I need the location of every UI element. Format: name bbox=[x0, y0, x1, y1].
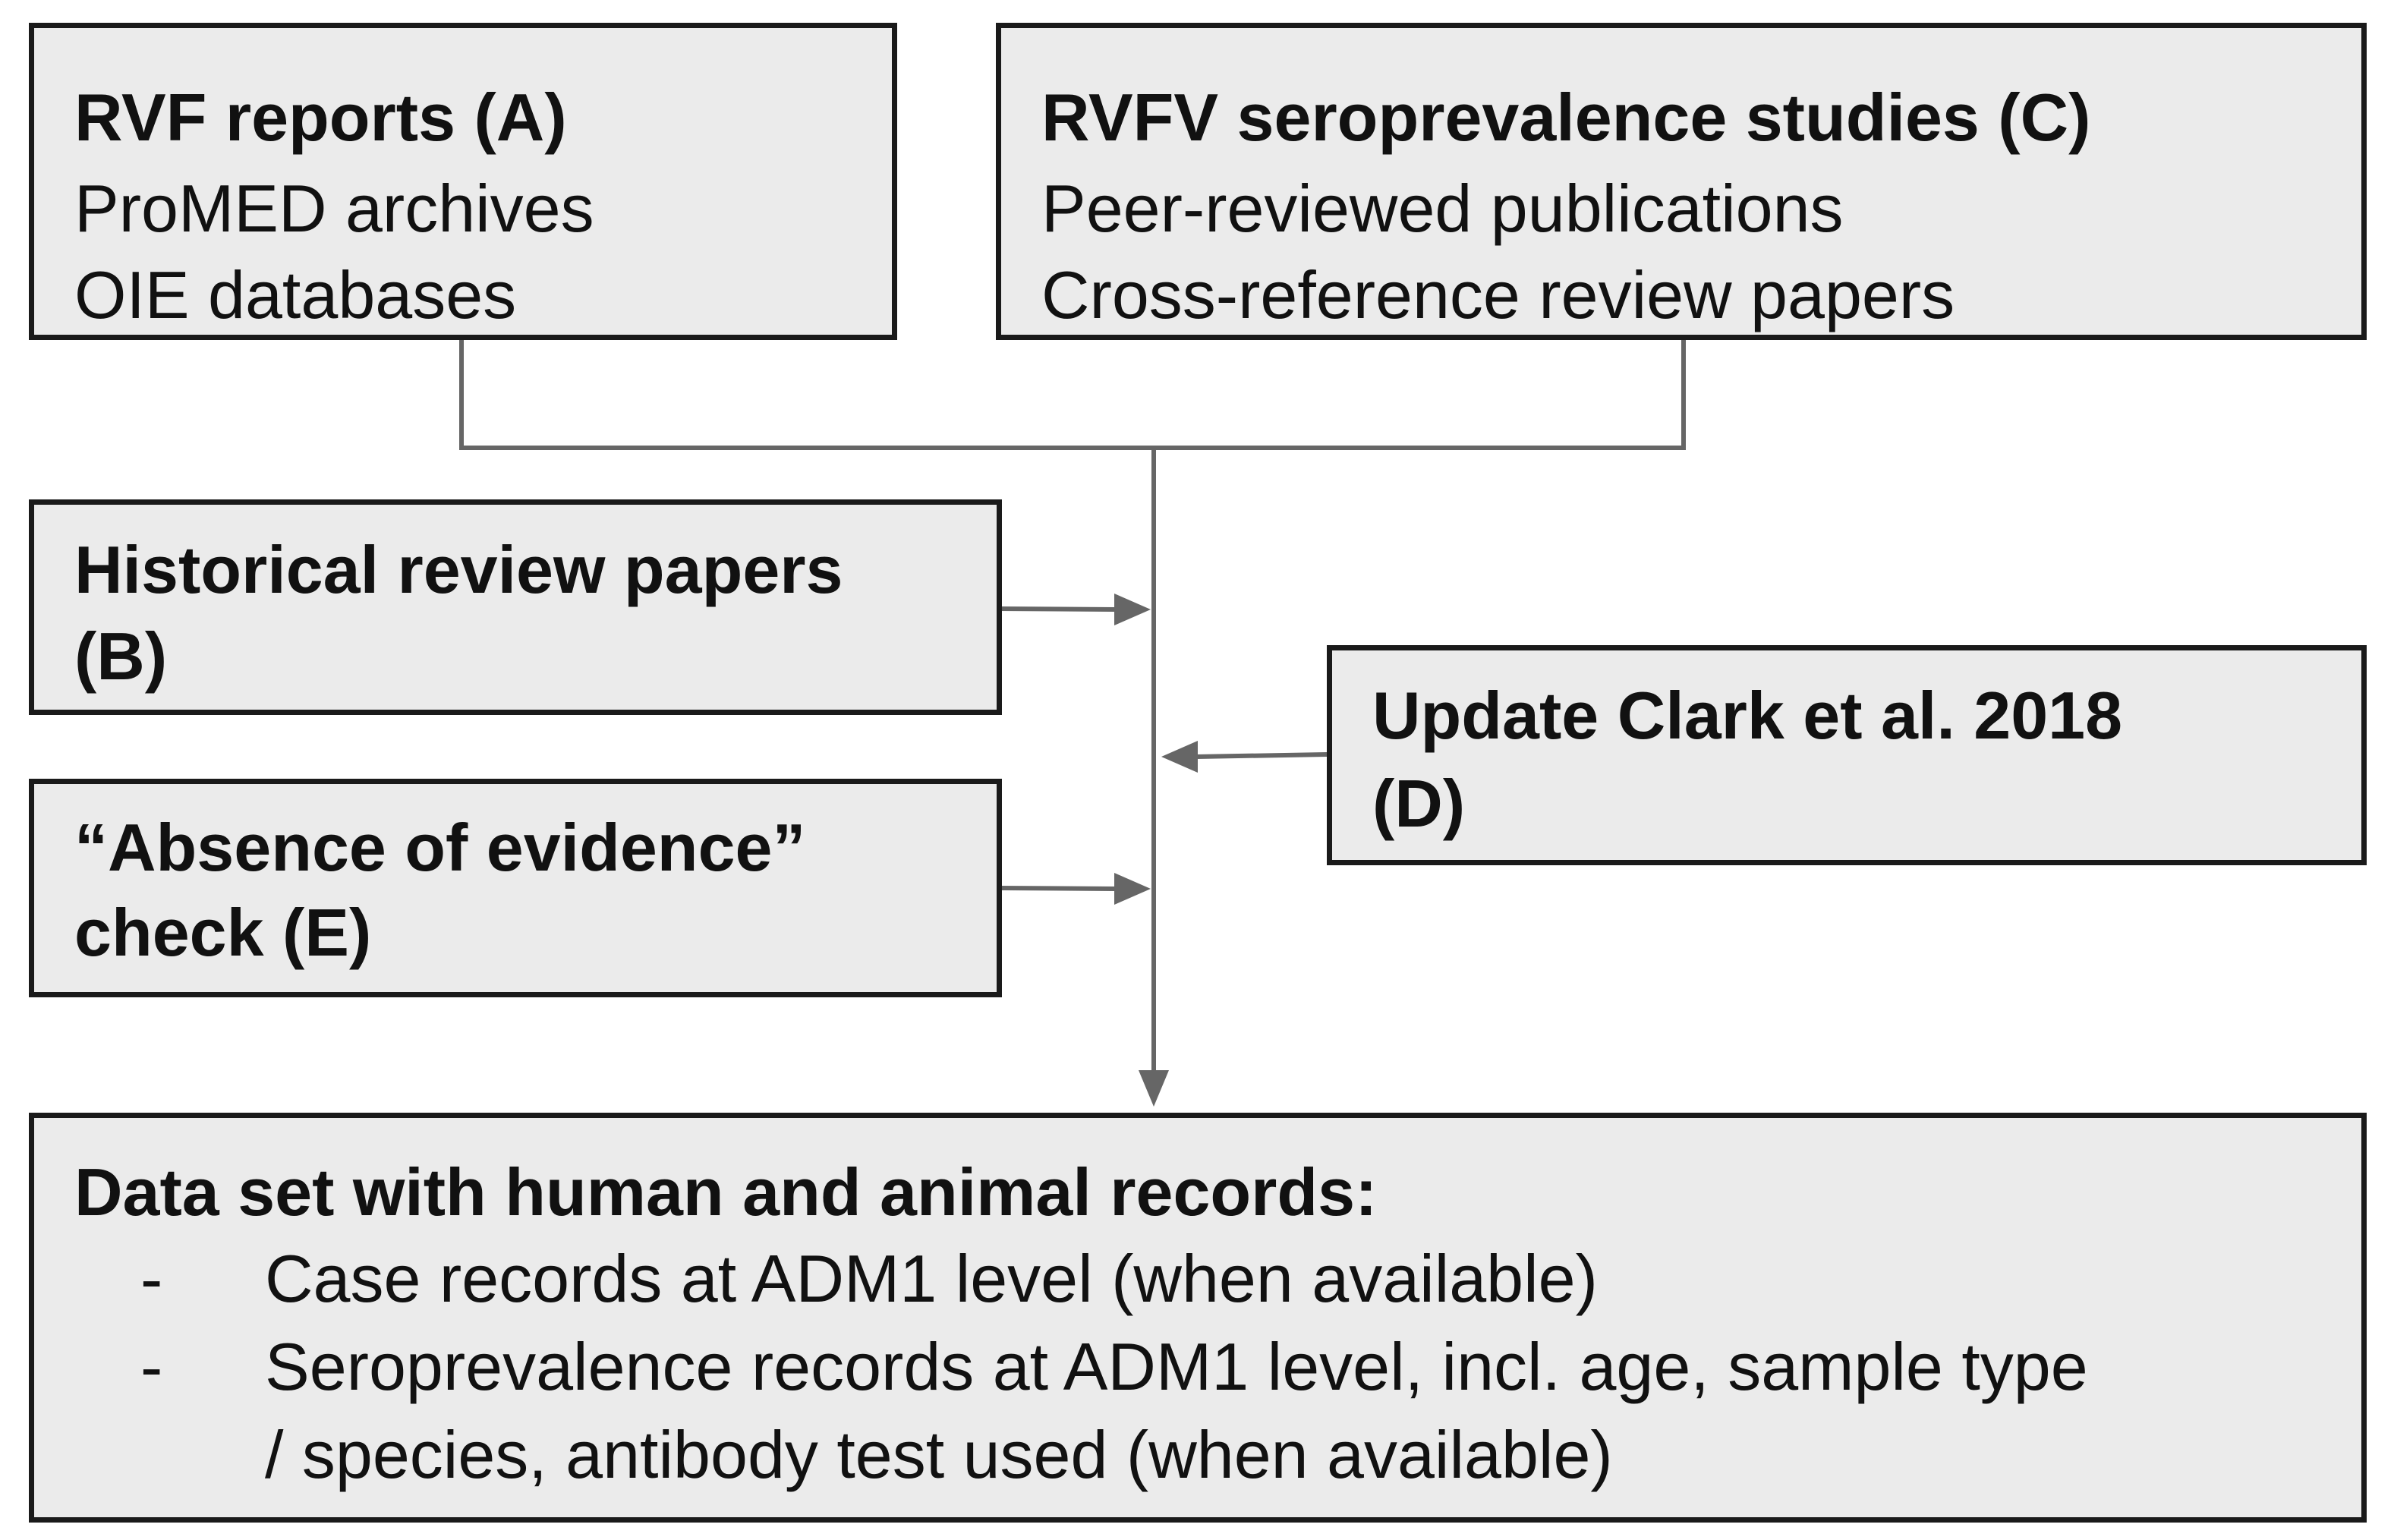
box-output-dataset: Data set with human and animal records: … bbox=[29, 1113, 2367, 1523]
box-b-title-line-2: (B) bbox=[74, 619, 168, 694]
box-absence-check: “Absence of evidence” check (E) bbox=[29, 779, 1002, 997]
box-c-title: RVFV seroprevalence studies (C) bbox=[1041, 80, 2091, 155]
connector-d bbox=[1195, 752, 1328, 759]
box-a-line-1: ProMED archives bbox=[74, 171, 594, 246]
box-d-title-line-2: (D) bbox=[1372, 766, 1466, 841]
output-bullet-2-text-line-1: Seroprevalence records at ADM1 level, in… bbox=[265, 1329, 2088, 1404]
box-historical-review: Historical review papers (B) bbox=[29, 499, 1002, 715]
connector-e bbox=[997, 886, 1117, 891]
box-a-line-2: OIE databases bbox=[74, 257, 517, 332]
box-rvf-reports: RVF reports (A) ProMED archives OIE data… bbox=[29, 23, 897, 340]
output-bullet-1-dash: - bbox=[140, 1241, 163, 1316]
box-seroprevalence-studies: RVFV seroprevalence studies (C) Peer-rev… bbox=[996, 23, 2367, 340]
arrow-d bbox=[1161, 741, 1198, 773]
box-c-line-1: Peer-reviewed publications bbox=[1041, 171, 1844, 246]
output-bullet-2-text-line-2: / species, antibody test used (when avai… bbox=[265, 1417, 1613, 1492]
box-a-title: RVF reports (A) bbox=[74, 80, 567, 155]
arrow-e bbox=[1114, 873, 1151, 905]
box-update-clark: Update Clark et al. 2018 (D) bbox=[1327, 645, 2367, 865]
output-title: Data set with human and animal records: bbox=[74, 1154, 1378, 1230]
box-b-title-line-1: Historical review papers bbox=[74, 532, 843, 607]
box-e-title-line-1: “Absence of evidence” bbox=[74, 810, 806, 885]
box-c-line-2: Cross-reference review papers bbox=[1041, 257, 1955, 332]
arrow-to-output bbox=[1139, 1070, 1169, 1107]
output-bullet-1-text: Case records at ADM1 level (when availab… bbox=[265, 1241, 1598, 1316]
box-e-title-line-2: check (E) bbox=[74, 895, 372, 970]
box-d-title-line-1: Update Clark et al. 2018 bbox=[1372, 678, 2123, 753]
arrow-b bbox=[1114, 594, 1151, 625]
output-bullet-2-dash: - bbox=[140, 1329, 163, 1404]
